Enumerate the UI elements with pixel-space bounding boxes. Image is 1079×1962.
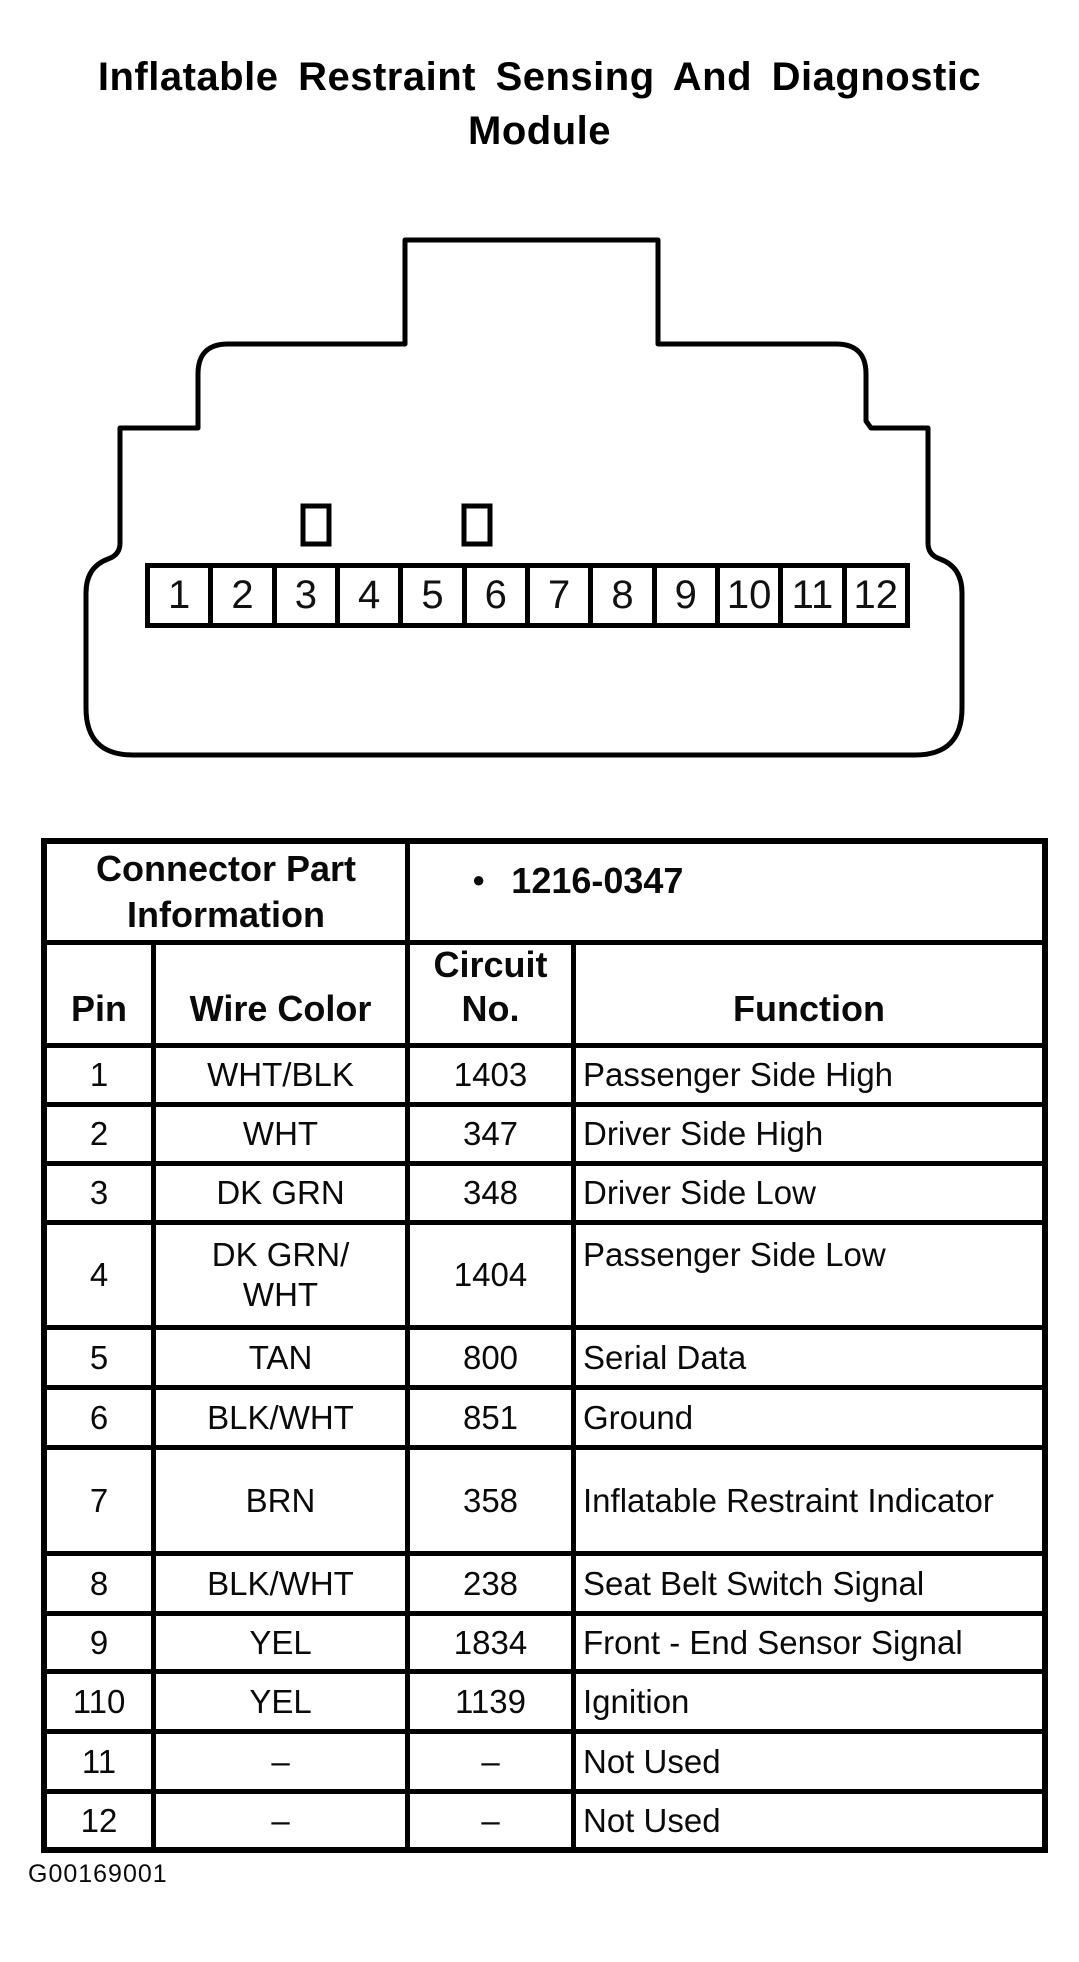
bullet-icon: ● xyxy=(472,867,486,892)
pin-box: 9 xyxy=(657,568,720,623)
column-header-pin: Pin xyxy=(47,945,156,1048)
circuit-no-cell: 1139 xyxy=(410,1674,576,1734)
pin-row: 1 2 3 4 5 6 7 8 9 10 11 12 xyxy=(145,563,910,628)
pin-cell: 4 xyxy=(47,1225,156,1330)
pin-box: 5 xyxy=(403,568,467,623)
pin-cell: 110 xyxy=(47,1674,156,1734)
circuit-no-cell: – xyxy=(410,1734,576,1794)
wire-color-cell: DK GRN xyxy=(156,1166,410,1225)
circuit-no-cell: 347 xyxy=(410,1107,576,1166)
pin-box: 12 xyxy=(853,573,899,617)
pin-box: 7 xyxy=(530,568,594,623)
pin-cell: 8 xyxy=(47,1556,156,1616)
wire-color-cell: WHT/BLK xyxy=(156,1048,410,1107)
circuit-no-cell: 851 xyxy=(410,1390,576,1450)
pin-box: 8 xyxy=(593,568,657,623)
pin-box: 2 xyxy=(213,568,277,623)
figure-id: G00169001 xyxy=(28,1860,168,1888)
wire-color-cell: DK GRN/ WHT xyxy=(156,1225,410,1330)
circuit-no-cell: 1834 xyxy=(410,1616,576,1674)
wire-color-cell: YEL xyxy=(156,1616,410,1674)
wire-color-cell: YEL xyxy=(156,1674,410,1734)
connector-outline xyxy=(83,237,965,758)
pin-cell: 5 xyxy=(47,1330,156,1390)
pin-cell: 9 xyxy=(47,1616,156,1674)
circuit-no-cell: 1404 xyxy=(410,1225,576,1330)
connector-diagram: 1 2 3 4 5 6 7 8 9 10 11 12 xyxy=(0,225,1079,785)
function-cell: Inflatable Restraint Indicator xyxy=(576,1450,1042,1556)
page-title-line2: Module xyxy=(468,109,611,153)
connector-outline-path xyxy=(83,237,965,758)
function-cell: Passenger Side Low xyxy=(576,1225,1042,1330)
pin-box: 4 xyxy=(340,568,404,623)
page-title-line1: Inflatable Restraint Sensing And Diagnos… xyxy=(97,55,982,99)
pin-box: 3 xyxy=(277,568,340,623)
column-header-function: Function xyxy=(576,945,1042,1048)
function-cell: Ignition xyxy=(576,1674,1042,1734)
page-title: Inflatable Restraint Sensing And Diagnos… xyxy=(0,50,1079,158)
pin-cell: 7 xyxy=(47,1450,156,1556)
latch-icon xyxy=(461,503,493,547)
function-cell: Driver Side Low xyxy=(576,1166,1042,1225)
wire-color-cell: BRN xyxy=(156,1450,410,1556)
column-header-circuit-no: Circuit No. xyxy=(410,944,576,1048)
function-cell: Ground xyxy=(576,1390,1042,1450)
pin-box: 10 xyxy=(720,568,784,623)
part-number: 1216-0347 xyxy=(511,860,684,901)
wire-color-cell: TAN xyxy=(156,1330,410,1390)
wire-color-cell: BLK/WHT xyxy=(156,1556,410,1616)
circuit-no-cell: 1403 xyxy=(410,1048,576,1107)
latch-icon xyxy=(300,503,332,547)
circuit-no-cell: 238 xyxy=(410,1556,576,1616)
circuit-no-cell: 358 xyxy=(410,1450,576,1556)
function-cell: Front - End Sensor Signal xyxy=(576,1616,1042,1674)
part-number-cell: ● 1216-0347 xyxy=(410,844,1042,945)
pin-box: 6 xyxy=(467,568,530,623)
pin-cell: 1 xyxy=(47,1048,156,1107)
circuit-no-cell: – xyxy=(410,1794,576,1847)
wire-color-cell: BLK/WHT xyxy=(156,1390,410,1450)
function-cell: Not Used xyxy=(576,1734,1042,1794)
function-cell: Seat Belt Switch Signal xyxy=(576,1556,1042,1616)
pin-cell: 3 xyxy=(47,1166,156,1225)
connector-part-info-label: Connector Part Information xyxy=(47,844,410,945)
function-cell: Serial Data xyxy=(576,1330,1042,1390)
pin-cell: 2 xyxy=(47,1107,156,1166)
function-cell: Passenger Side High xyxy=(576,1048,1042,1107)
function-cell: Driver Side High xyxy=(576,1107,1042,1166)
pin-box: 1 xyxy=(150,568,214,623)
wire-color-cell: – xyxy=(156,1734,410,1794)
column-header-wire-color: Wire Color xyxy=(156,945,410,1048)
circuit-no-cell: 348 xyxy=(410,1166,576,1225)
pin-cell: 11 xyxy=(47,1734,156,1794)
circuit-no-cell: 800 xyxy=(410,1330,576,1390)
wire-color-cell: – xyxy=(156,1794,410,1847)
pin-cell: 12 xyxy=(47,1794,156,1847)
function-cell: Not Used xyxy=(583,1801,721,1839)
pin-box: 11 xyxy=(783,568,847,623)
pin-cell: 6 xyxy=(47,1390,156,1450)
wire-color-cell: WHT xyxy=(156,1107,410,1166)
connector-pinout-table: Connector Part Information ● 1216-0347 P… xyxy=(41,838,1048,1853)
